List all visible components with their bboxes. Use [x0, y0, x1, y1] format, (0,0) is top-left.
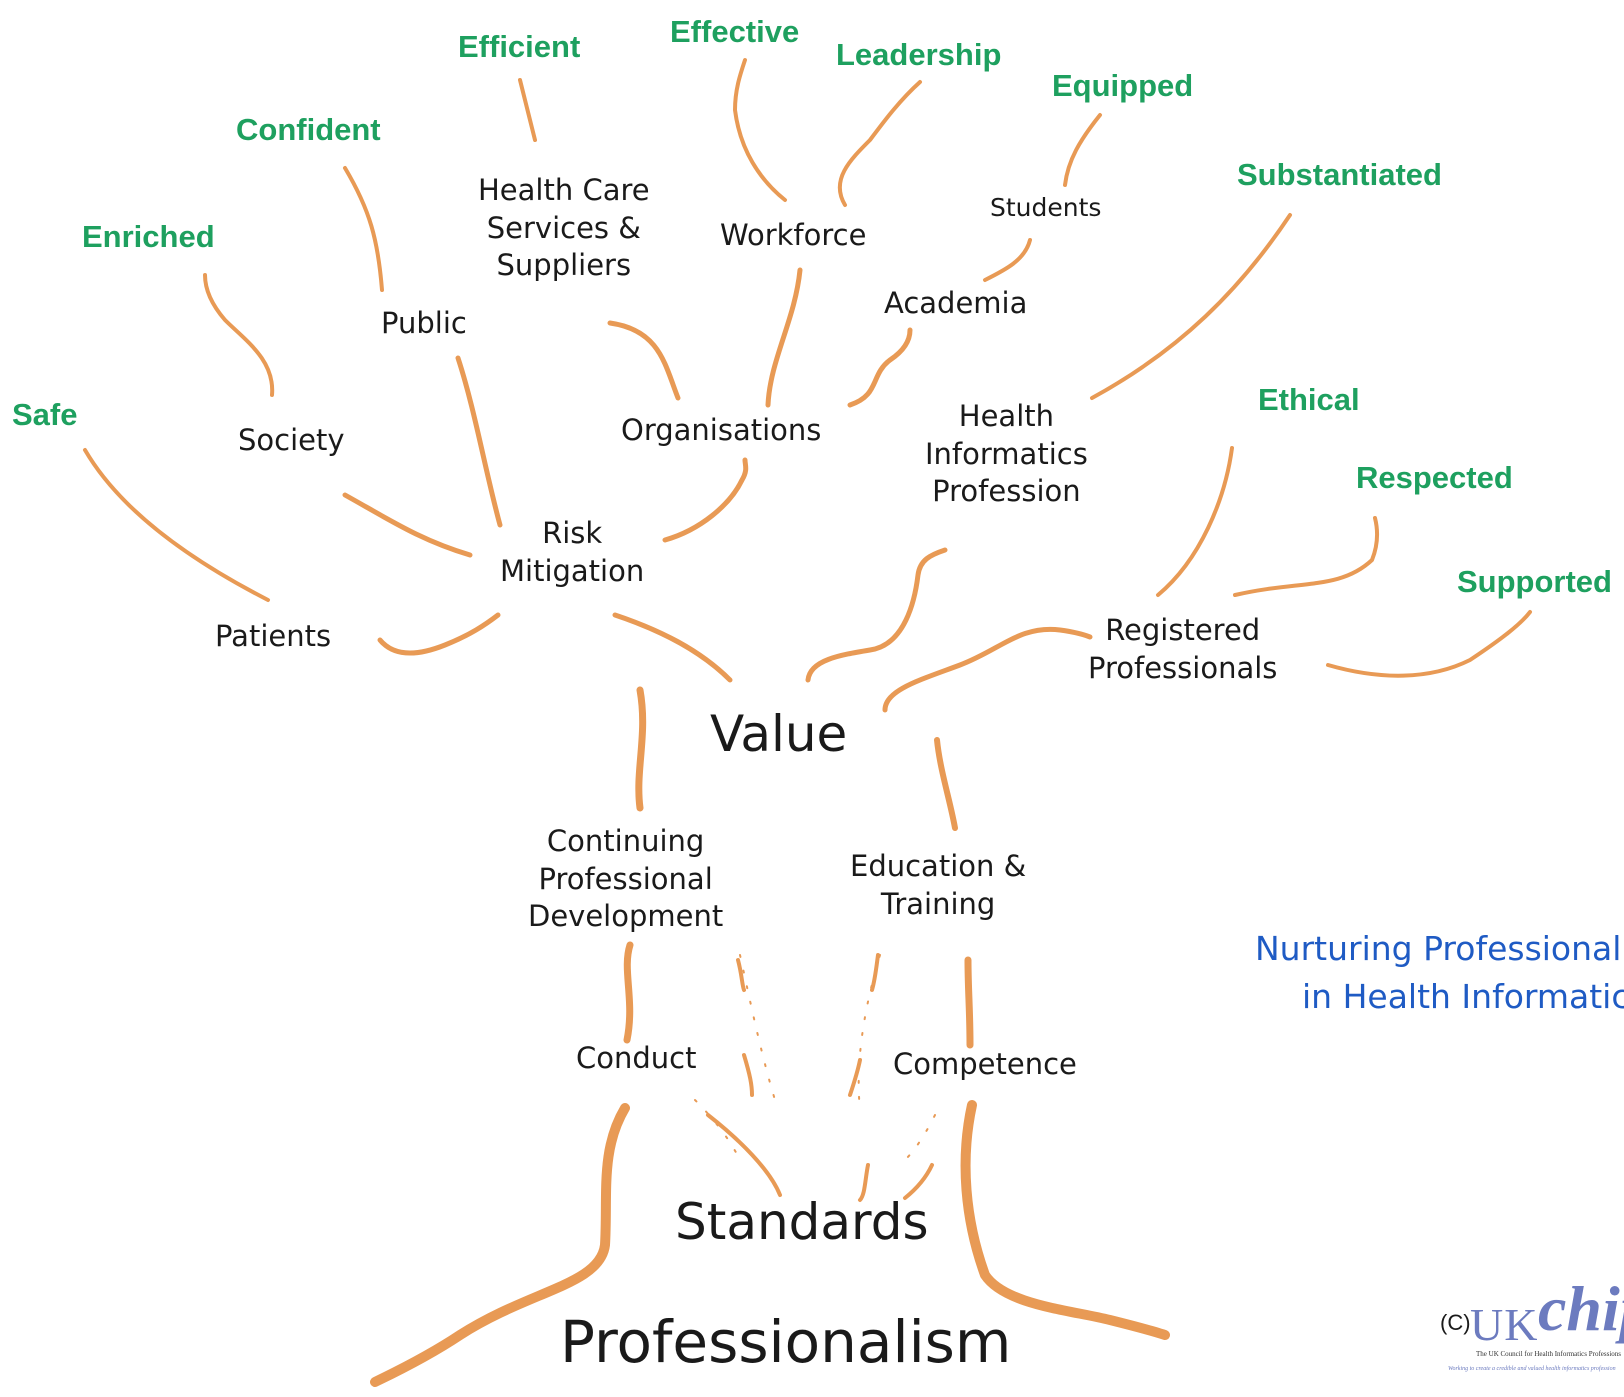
- education-line-2: Training: [880, 886, 996, 921]
- branch-org-healthcare: [607, 320, 681, 401]
- node-academia: Academia: [884, 286, 1028, 320]
- branch-workforce-effective: [733, 58, 787, 202]
- attribute-confident: Confident: [236, 112, 381, 147]
- attribute-supported: Supported: [1457, 564, 1612, 599]
- branch-students-equipped: [1063, 113, 1102, 187]
- node-students: Students: [990, 193, 1102, 222]
- root-left: [370, 1103, 630, 1387]
- health-care-line-1: Health Care: [478, 173, 650, 207]
- node-value: Value: [710, 705, 848, 763]
- node-public: Public: [381, 306, 467, 340]
- attribute-enriched: Enriched: [82, 219, 215, 254]
- logo-uk-text: UK: [1470, 1299, 1539, 1350]
- node-registered-professionals: Registered Professionals: [1088, 612, 1277, 687]
- branch-value-risk: [612, 612, 733, 683]
- logo-chip-text: chip: [1538, 1273, 1624, 1344]
- cpd-line-3: Development: [528, 899, 724, 934]
- logo-tagline: Working to create a credible and valued …: [1448, 1366, 1616, 1372]
- dotted-link-4: [904, 1114, 936, 1161]
- dotted-link-3: [694, 1099, 741, 1161]
- attribute-leadership: Leadership: [836, 37, 1002, 72]
- node-workforce: Workforce: [720, 218, 867, 252]
- attribute-respected: Respected: [1356, 460, 1513, 495]
- branch-risk-patients: [377, 612, 501, 656]
- trunk-education-value: [934, 737, 958, 831]
- branch-registered-ethical: [1156, 446, 1234, 597]
- trunk-conduct-cpd: [623, 941, 634, 1044]
- branch-public-confident: [343, 166, 384, 292]
- attribute-effective: Effective: [670, 14, 800, 49]
- health-care-line-2: Services &: [486, 210, 641, 245]
- dotted-link-2: [857, 954, 881, 1111]
- dotted-link-1: [739, 954, 776, 1101]
- node-education-training: Education & Training: [850, 848, 1026, 923]
- risk-line-2: Mitigation: [500, 553, 645, 588]
- branch-patients-safe: [83, 448, 270, 602]
- attribute-efficient: Efficient: [458, 29, 581, 64]
- branch-standards-right: [903, 1163, 934, 1200]
- branch-risk-society: [342, 492, 473, 558]
- branch-value-registered: [882, 626, 1093, 713]
- attribute-equipped: Equipped: [1052, 68, 1194, 103]
- diagram-caption: Nurturing Professionalism in Health Info…: [1255, 925, 1624, 1021]
- copyright-mark: (C): [1440, 1310, 1471, 1335]
- logo-subtitle: The UK Council for Health Informatics Pr…: [1476, 1350, 1622, 1358]
- education-line-1: Education &: [850, 849, 1027, 883]
- branch-value-hi: [805, 547, 948, 683]
- branch-standards-left: [706, 1113, 782, 1197]
- cpd-line-1: Continuing: [546, 824, 705, 858]
- caption-line-1: Nurturing Professionalism: [1255, 929, 1624, 968]
- branch-org-academia: [847, 327, 913, 408]
- node-society: Society: [238, 423, 345, 457]
- node-cpd: Continuing Professional Development: [528, 823, 723, 936]
- branch-registered-supported: [1326, 610, 1532, 678]
- hi-line-3: Profession: [932, 474, 1081, 509]
- risk-line-1: Risk: [542, 516, 603, 550]
- branch-academia-students: [983, 238, 1032, 282]
- attribute-substantiated: Substantiated: [1237, 157, 1442, 192]
- branch-org-workforce: [765, 267, 803, 408]
- node-competence: Competence: [893, 1047, 1077, 1081]
- node-health-care-services: Health Care Services & Suppliers: [478, 172, 650, 285]
- attribute-safe: Safe: [12, 397, 78, 432]
- node-risk-mitigation: Risk Mitigation: [500, 515, 644, 590]
- hi-line-2: Informatics: [925, 436, 1088, 471]
- branch-workforce-leadership: [837, 80, 922, 207]
- node-conduct: Conduct: [576, 1041, 697, 1075]
- branch-healthcare-efficient: [518, 78, 537, 142]
- node-patients: Patients: [215, 619, 332, 653]
- registered-line-2: Professionals: [1088, 650, 1278, 685]
- ukchip-logo: (C) UK chip The UK Council for Health In…: [1440, 1270, 1624, 1390]
- attribute-ethical: Ethical: [1258, 382, 1360, 417]
- branch-standards-mid: [858, 1163, 870, 1202]
- node-professionalism: Professionalism: [560, 1308, 1012, 1376]
- branch-society-enriched: [203, 273, 275, 397]
- trunk-competence-education: [964, 956, 974, 1049]
- branch-risk-public: [455, 355, 503, 528]
- cpd-line-2: Professional: [538, 861, 713, 896]
- branch-education-line: [870, 953, 880, 992]
- branch-conduct-line: [742, 1053, 754, 1097]
- node-standards: Standards: [675, 1193, 929, 1251]
- hi-line-1: Health: [958, 399, 1055, 433]
- caption-line-2: in Health Informatics: [1302, 976, 1624, 1016]
- branch-registered-respected: [1233, 516, 1379, 597]
- branch-cpd-line: [736, 958, 746, 992]
- branch-competence-line: [848, 1058, 862, 1097]
- trunk-cpd-value: [635, 686, 647, 812]
- registered-line-1: Registered: [1105, 613, 1261, 647]
- branch-hi-substantiated: [1090, 213, 1292, 400]
- node-health-informatics-profession: Health Informatics Profession: [925, 398, 1088, 511]
- health-care-line-3: Suppliers: [496, 248, 632, 283]
- branch-risk-organisations: [662, 457, 749, 543]
- root-right: [960, 1100, 1170, 1340]
- node-organisations: Organisations: [621, 413, 822, 447]
